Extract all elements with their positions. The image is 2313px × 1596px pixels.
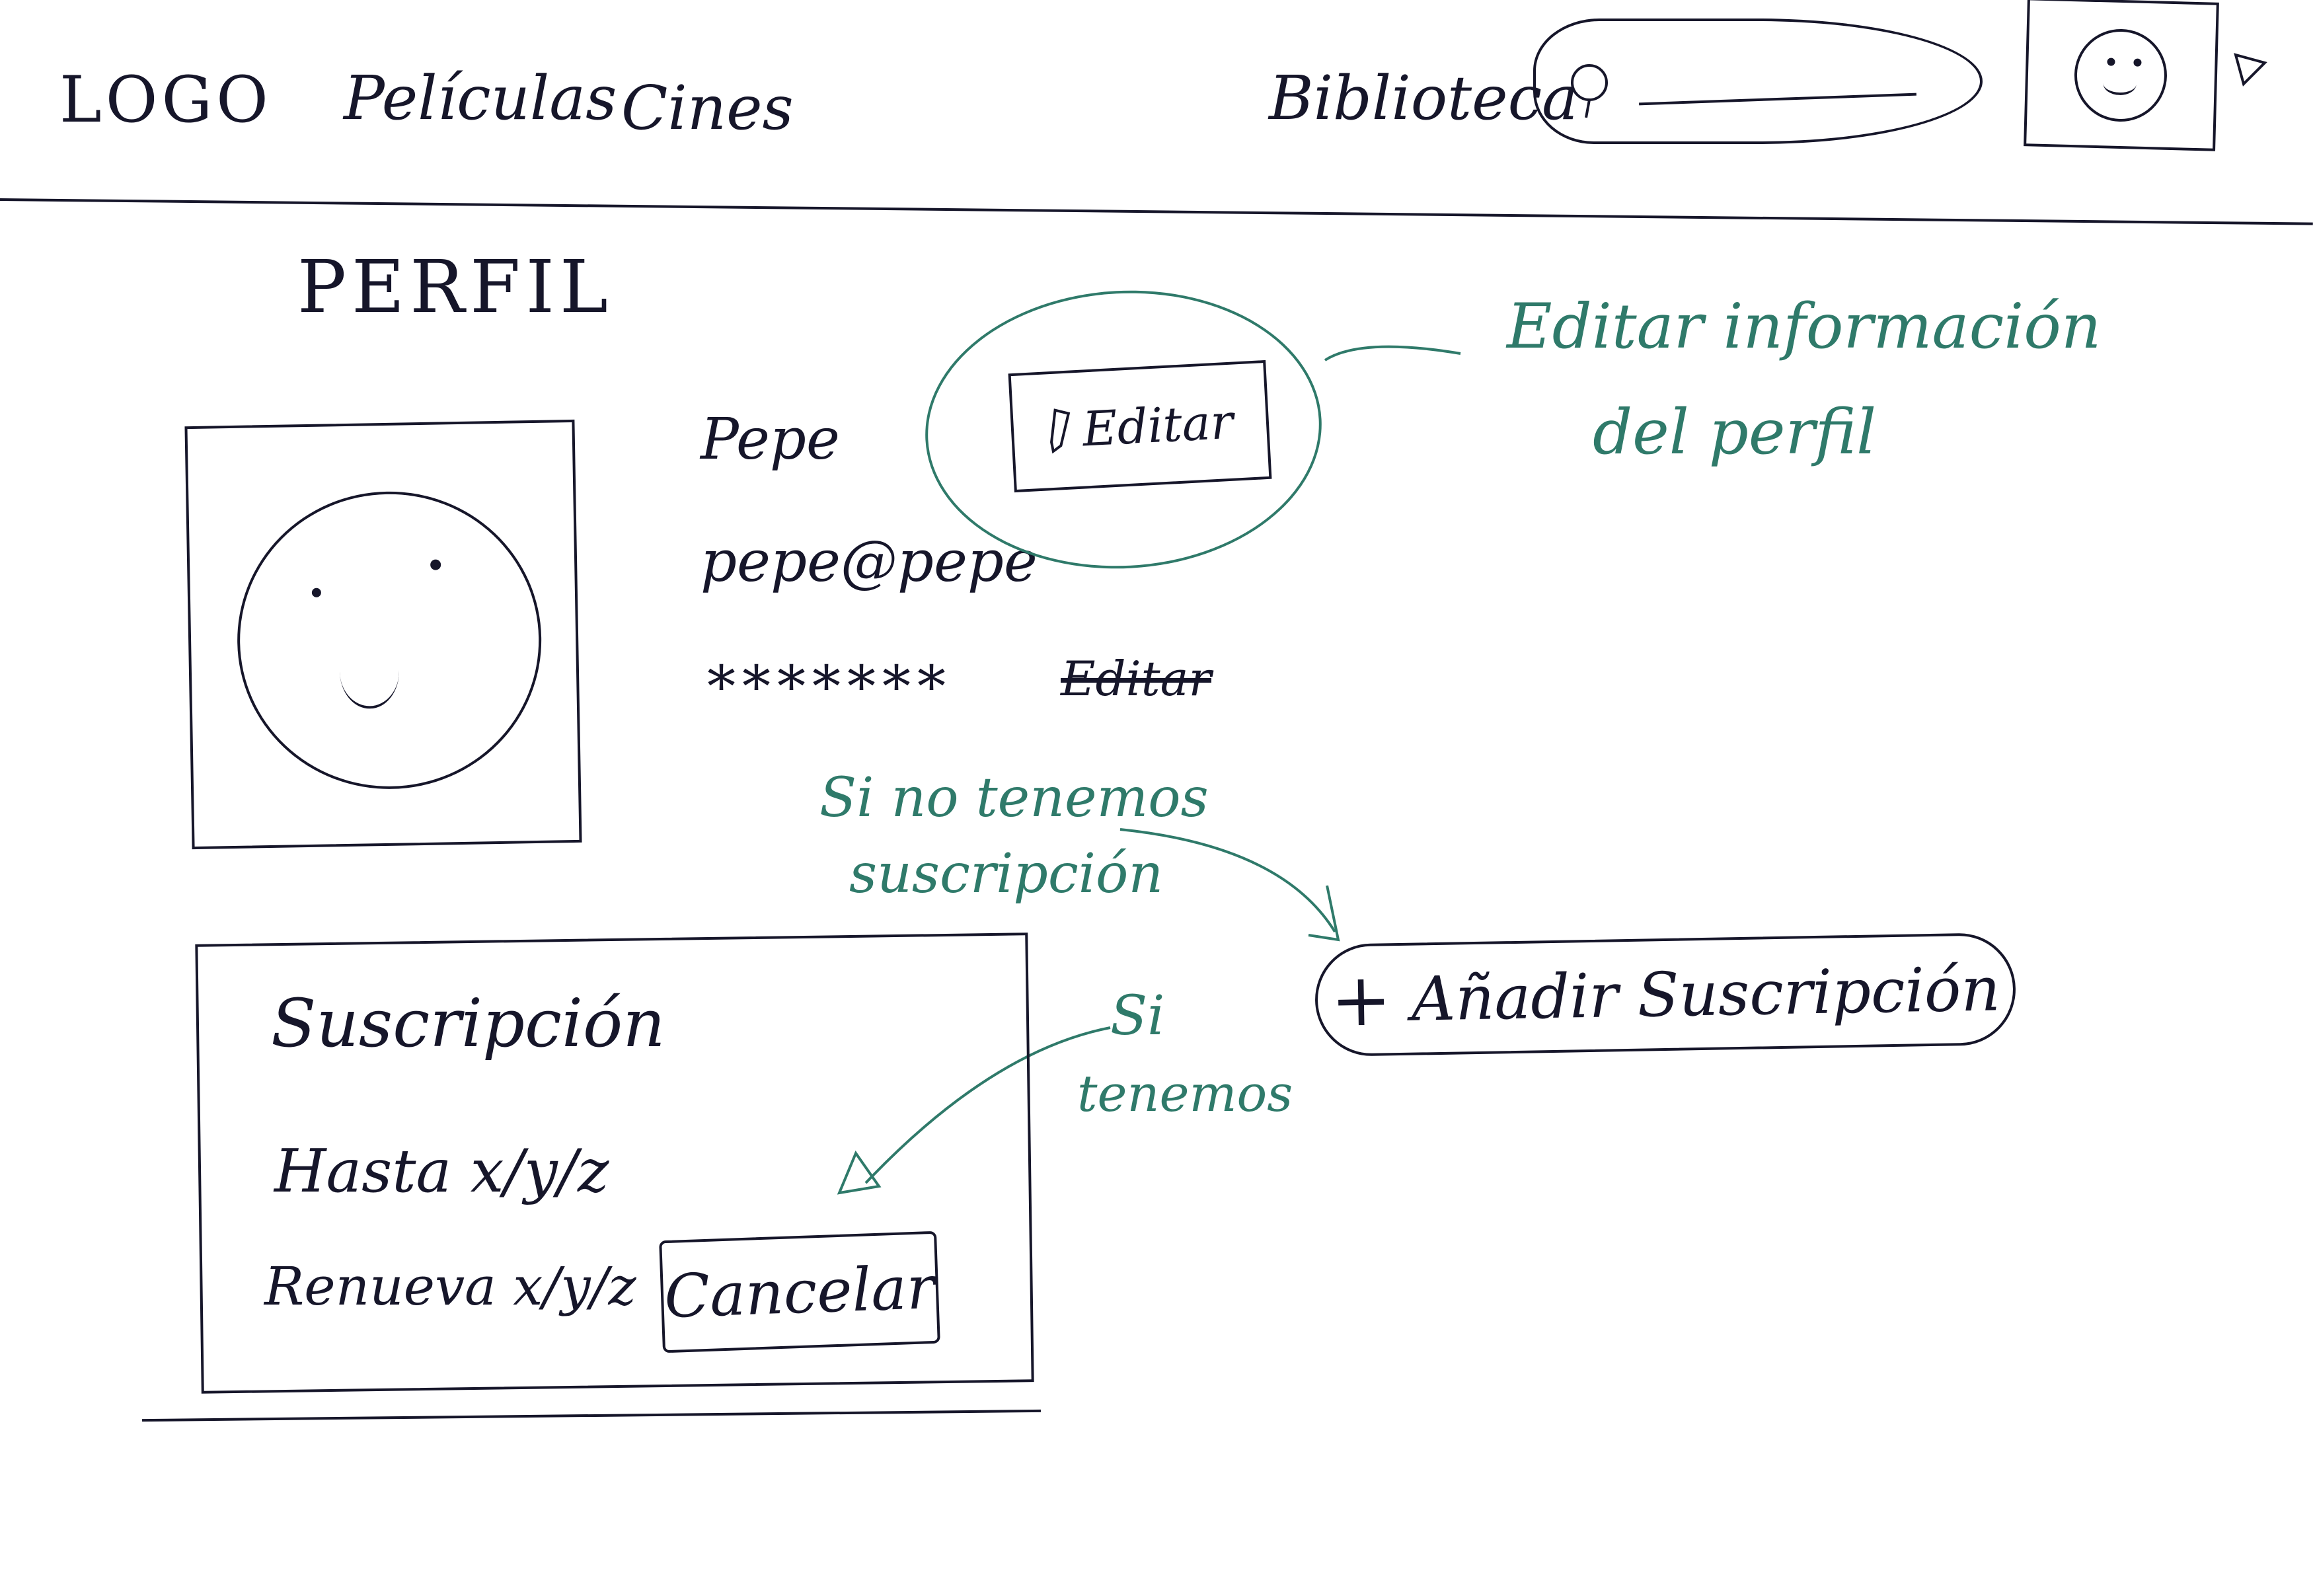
add-subscription-label: Añadir Suscripción xyxy=(1410,953,2001,1035)
nav-cines[interactable]: Cines xyxy=(621,73,794,143)
caret-icon[interactable] xyxy=(2230,50,2270,89)
logo[interactable]: LOGO xyxy=(59,63,272,137)
page-title: PERFIL xyxy=(297,245,613,329)
profile-picture[interactable] xyxy=(184,419,582,850)
subscription-panel-underline xyxy=(142,1409,1041,1422)
edit-note-line1: Editar información xyxy=(1507,291,2102,363)
subscription-renew: Renueva x/y/z xyxy=(264,1256,636,1317)
search-bar[interactable] xyxy=(1533,19,1983,144)
pencil-icon xyxy=(1050,408,1071,454)
struck-edit-text: Editar xyxy=(1061,651,1211,706)
nav-peliculas[interactable]: Películas xyxy=(344,63,617,133)
user-avatar[interactable] xyxy=(2024,0,2219,151)
nav-biblioteca[interactable]: Biblioteca xyxy=(1269,63,1578,133)
has-sub-note-line1: Si xyxy=(1110,985,1165,1047)
has-sub-note-line2: tenemos xyxy=(1077,1064,1293,1123)
add-subscription-button[interactable]: + Añadir Suscripción xyxy=(1314,932,2017,1057)
smiley-face-icon xyxy=(235,488,545,792)
plus-icon: + xyxy=(1330,957,1392,1043)
subscription-title: Suscripción xyxy=(271,985,665,1062)
cancel-subscription-button[interactable]: Cancelar xyxy=(659,1231,940,1353)
annotation-connector xyxy=(1324,345,1461,361)
search-icon[interactable] xyxy=(1560,59,1619,119)
edit-button-label: Editar xyxy=(1081,393,1234,457)
smiley-face-icon xyxy=(2073,28,2168,123)
profile-name: Pepe xyxy=(701,406,840,473)
header-divider xyxy=(0,198,2313,225)
profile-password: ******* xyxy=(707,654,952,720)
no-sub-note-line1: Si no tenemos xyxy=(819,767,1209,829)
subscription-until: Hasta x/y/z xyxy=(274,1137,609,1206)
edit-note-line2: del perfil xyxy=(1593,397,1877,469)
arrow-to-add-subscription xyxy=(1119,828,1340,942)
arrow-to-subscription-box xyxy=(837,1026,1111,1195)
edit-profile-button[interactable]: Editar xyxy=(1008,360,1272,493)
no-sub-note-line2: suscripción xyxy=(849,843,1164,905)
profile-email: pepe@pepe xyxy=(701,529,1038,595)
